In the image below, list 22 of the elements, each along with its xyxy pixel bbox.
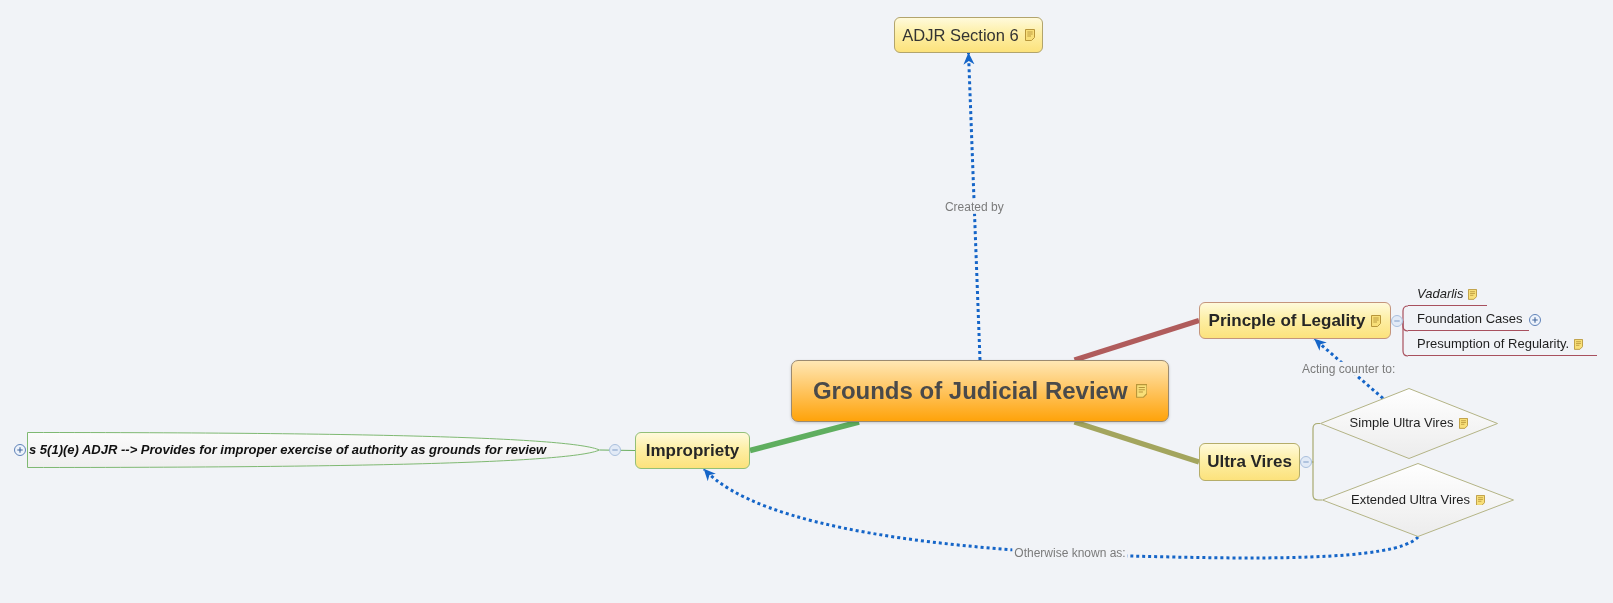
branch-line	[1311, 422, 1321, 463]
topic-label: ADJR Section 6	[902, 25, 1019, 45]
topic-label: Princple of Legality	[1208, 310, 1366, 331]
main-topic	[894, 17, 1043, 53]
edge-label: Otherwise known as:	[1012, 545, 1128, 561]
edge-label: Created by	[942, 199, 1006, 214]
dotted-arrow	[1313, 337, 1384, 400]
dotted-arrow	[963, 52, 982, 361]
subtopic-label: Foundation Cases	[1417, 312, 1523, 327]
topic-label: Simple Ultra Vires	[1349, 416, 1454, 431]
central-topic	[791, 360, 1169, 422]
subtopic-label: Vadarlis	[1417, 287, 1464, 302]
branch-line	[1402, 319, 1409, 357]
subtopic-label: Presumption of Regularity.	[1417, 337, 1570, 352]
branch-line	[1402, 305, 1409, 322]
topic-title: Grounds of Judicial Review	[812, 377, 1128, 405]
topic-label: Impropriety	[645, 440, 740, 461]
main-topic	[635, 432, 750, 469]
edge-label: Acting counter to:	[1300, 361, 1398, 376]
topic-label: Extended Ultra Vires	[1351, 492, 1470, 508]
topic-label: Ultra Vires	[1207, 452, 1292, 472]
topic-label: s 5(1)(e) ADJR --> Provides for improper exercise of authority as grounds for review	[29, 442, 547, 458]
